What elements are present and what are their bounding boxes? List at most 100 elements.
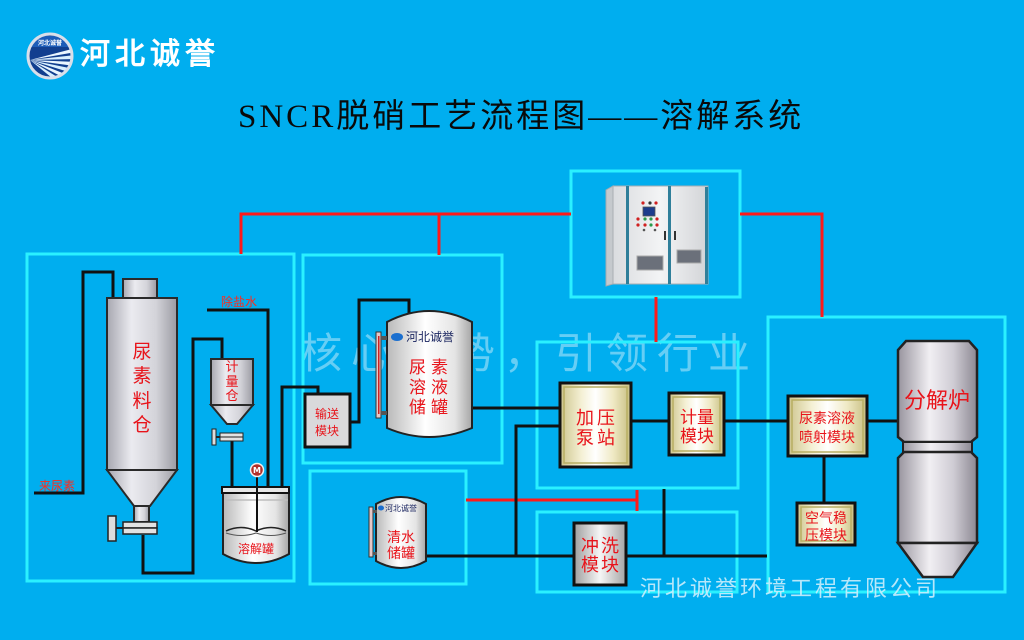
clean-water-gauge-connector-top <box>373 510 377 513</box>
pipe-transfer-to-storage-tank <box>350 298 411 424</box>
metering-module-inner-border <box>672 396 721 452</box>
metering-bin-label-char: 量 <box>225 375 238 390</box>
flush-module: 冲洗 模块 <box>572 521 628 587</box>
silo-label-char: 仓 <box>132 414 151 436</box>
transfer-module-label-line: 模块 <box>315 424 339 438</box>
urea-injection-module: 尿素溶液 喷射模块 <box>786 394 869 458</box>
furnace-waist-band <box>902 441 973 453</box>
page-title: SNCR脱硝工艺流程图——溶解系统 <box>238 99 805 135</box>
pipe-dissolver-to-transfer <box>280 385 320 487</box>
control-signal-lines <box>239 212 824 511</box>
level-gauge-connector-bottom <box>381 411 387 415</box>
flush-module-box <box>572 521 628 587</box>
footer-company-name: 河北诚誉环境工程有限公司 <box>640 577 941 602</box>
urea-solution-tank-label-line: 储罐 <box>409 398 453 418</box>
pipe-urea-feed <box>34 270 115 495</box>
cabinet-handle-left <box>664 231 666 240</box>
cabinet-trim-middle <box>668 186 671 284</box>
furnace-cone <box>895 541 980 579</box>
cabinet-trim-right <box>705 187 708 284</box>
furnace-label: 分解炉 <box>904 389 970 414</box>
silo-cap <box>122 278 158 299</box>
frame-decomposition <box>766 315 1007 594</box>
air-stabilizer-module: 空气稳 压模块 <box>795 501 857 547</box>
air-module-label-line: 压模块 <box>805 528 847 544</box>
urea-solution-tank: 河北诚誉 尿素 溶液 储罐 <box>375 310 473 438</box>
urea-solution-tank-body <box>386 310 473 438</box>
clean-water-gauge-connector-bottom <box>373 552 377 555</box>
dissolving-tank: 溶解罐 M <box>221 462 290 564</box>
silo-valve-handle <box>107 515 117 542</box>
cabinet-side-panel <box>605 185 614 287</box>
urea-in-label: 来尿素 <box>39 479 75 493</box>
transfer-module: 输送 模块 <box>303 392 352 449</box>
motor-icon <box>249 462 265 478</box>
dissolving-tank-label: 溶解罐 <box>238 541 274 556</box>
injection-module-label-line: 尿素溶液 <box>799 411 855 427</box>
decomposition-furnace: 分解炉 <box>895 339 980 579</box>
metering-bin-cone <box>208 404 256 425</box>
pump-station-label-line: 加压 <box>576 408 618 429</box>
motor-label: M <box>253 466 261 475</box>
cabinet-trim-left <box>626 186 629 284</box>
logo-badge-text: 河北诚誉 <box>38 39 63 47</box>
silo-label-char: 料 <box>132 390 151 412</box>
urea-silo: 尿 素 料 仓 <box>105 278 179 542</box>
level-gauge-connector-top <box>381 336 387 340</box>
pump-station-inner-border <box>563 386 628 464</box>
metering-bin-valve-upper <box>219 432 244 438</box>
watermark-text: 核心优势，引领行业 <box>300 329 759 378</box>
metering-bin-label-char: 仓 <box>225 389 238 404</box>
metering-bin: 计 量 仓 <box>208 358 256 446</box>
clean-water-tank-label-line: 储罐 <box>387 546 415 562</box>
clean-water-tank-body <box>375 496 427 569</box>
level-gauge-indicator <box>378 336 380 414</box>
metering-bin-valve-lower <box>219 436 244 442</box>
urea-solution-tank-label-line: 溶液 <box>409 378 453 398</box>
silo-cone <box>105 469 179 507</box>
clean-water-tank-label-line: 清水 <box>387 530 415 546</box>
frame-pump-metering <box>535 340 740 490</box>
metering-bin-body <box>210 358 254 406</box>
control-cabinet <box>605 185 709 287</box>
metering-bin-valve-handle <box>211 428 217 446</box>
urea-solution-tank-label-line: 尿素 <box>409 358 453 378</box>
cabinet-vent-left <box>636 255 664 271</box>
air-module-box <box>795 501 857 547</box>
logo-ring <box>26 32 74 80</box>
pressure-pump-station: 加压 泵站 <box>558 381 633 469</box>
pipe-demin-water <box>207 308 270 487</box>
cabinet-vent-right <box>676 249 702 264</box>
frame-solution-storage <box>301 253 504 465</box>
demin-water-label: 除盐水 <box>221 294 257 309</box>
frame-dissolving-system <box>25 252 296 583</box>
silo-valve-lower <box>122 527 158 535</box>
silo-neck <box>133 505 150 523</box>
metering-module-box <box>667 391 726 457</box>
process-pipes <box>34 270 898 575</box>
silo-label-char: 素 <box>132 365 151 387</box>
cabinet-handle-right <box>674 231 676 240</box>
company-name: 河北诚誉 <box>80 37 220 72</box>
silo-label-char: 尿 <box>132 341 151 363</box>
injection-module-label-line: 喷射模块 <box>799 430 855 446</box>
metering-module-label-line: 模块 <box>680 427 714 447</box>
injection-module-inner-border <box>791 399 864 453</box>
pipe-silo-to-metering-bin <box>141 337 224 575</box>
air-module-inner-border <box>800 506 852 542</box>
injection-module-box <box>786 394 869 458</box>
metering-module: 计量 模块 <box>667 391 726 457</box>
pump-station-label-line: 泵站 <box>576 428 618 449</box>
frame-clean-water <box>308 469 468 586</box>
silo-valve-upper <box>122 521 158 529</box>
tank-brand-text: 河北诚誉 <box>406 330 454 344</box>
signal-line-to-dissolving <box>239 212 571 254</box>
metering-module-label-line: 计量 <box>680 408 714 428</box>
metering-bin-label-char: 计 <box>225 360 238 375</box>
signal-line-to-decomposition <box>740 212 824 317</box>
agitator-paddle-lower <box>225 532 287 536</box>
flush-module-label-line: 模块 <box>581 555 621 576</box>
silo-body <box>106 297 178 471</box>
air-module-label-line: 空气稳 <box>805 511 847 527</box>
